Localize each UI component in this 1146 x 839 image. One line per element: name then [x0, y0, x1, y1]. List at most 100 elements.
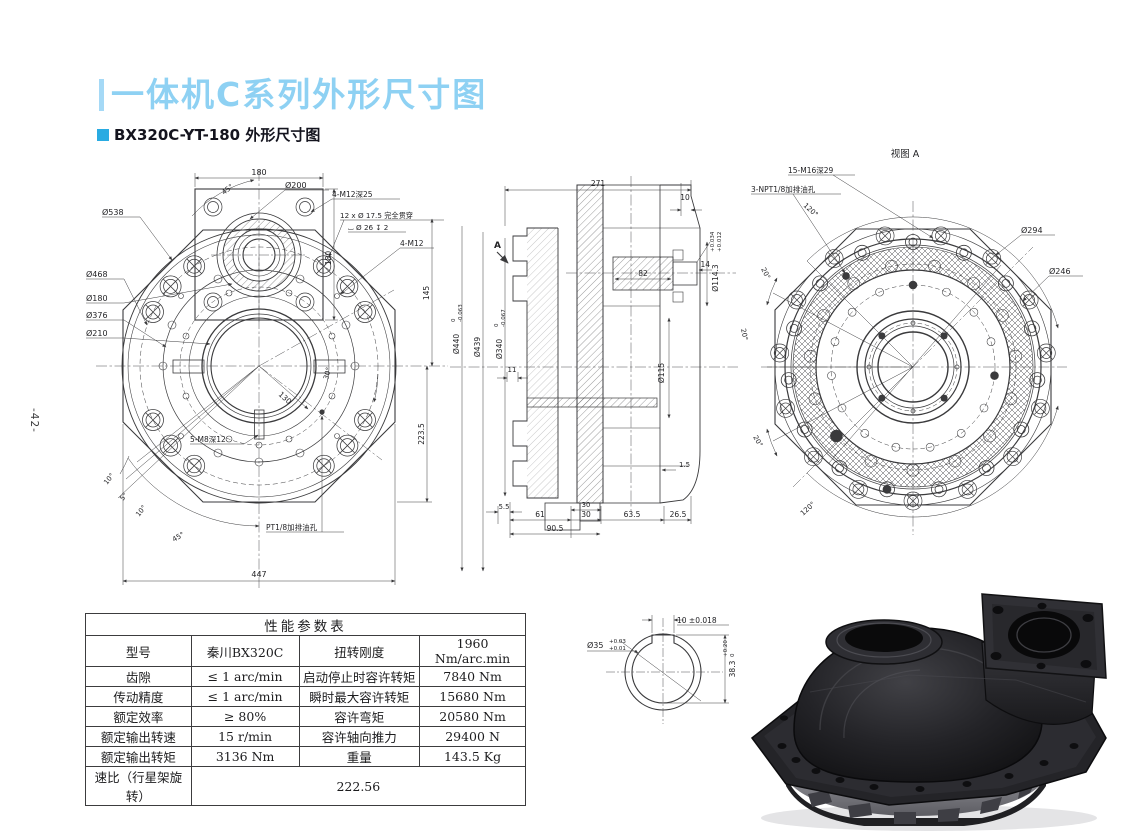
dim-130-label: 130 — [277, 390, 294, 406]
table-cell: 143.5 Kg — [419, 746, 526, 767]
shaft-detail-labels: 10 ±0.018 Ø35 +0.03 +0.01 38.3 +0.20 0 — [587, 616, 737, 677]
dim-30a-label: 30 — [582, 501, 591, 509]
section-subtitle: BX320C-YT-180 外形尺寸图 — [97, 124, 320, 145]
table-row: 齿隙 ≤ 1 arc/min 启动停止时容许转矩 7840 Nm — [85, 666, 526, 687]
table-cell: 1960 Nm/arc.min — [419, 635, 526, 667]
title-accent-bar — [99, 78, 104, 111]
npt-ports-label: 3-NPT1/8加排油孔 — [751, 184, 816, 194]
key-width-label: 10 ±0.018 — [677, 616, 717, 625]
dia-115-label: Ø115 — [657, 363, 666, 383]
tap-m12-label: 4-M12 — [400, 239, 424, 248]
cbore-label: ⌴ Ø 26 ↧ 2 — [348, 223, 388, 232]
ang-120-bot-label: 120° — [799, 500, 817, 517]
table-cell: 齿隙 — [85, 666, 192, 687]
dim-10-label: 10 — [680, 193, 690, 202]
flange-bolt-holes — [777, 693, 1079, 792]
section-view-dimensions — [460, 180, 712, 572]
dim-180-side: 180 — [324, 251, 333, 266]
section-marker-a: A — [494, 241, 501, 251]
tap-m12-25-label: 4-M12深25 — [332, 190, 373, 199]
ang-45-top-label: 45° — [220, 183, 235, 197]
dia-538-label: Ø538 — [102, 207, 124, 217]
tol-38-lo: 0 — [730, 653, 736, 657]
table-cell: 29400 N — [419, 726, 526, 747]
subtitle-text: BX320C-YT-180 外形尺寸图 — [114, 126, 321, 144]
table-title: 性能参数表 — [85, 613, 526, 636]
dim-180-top: 180 — [251, 168, 266, 177]
dim-271-label: 271 — [591, 179, 606, 188]
front-view-geometry: 180 Ø200 4-M12深25 45° Ø538 12 x Ø 17.5 完… — [86, 168, 448, 590]
table-row: 传动精度 ≤ 1 arc/min 瞬时最大容许转矩 15680 Nm — [85, 686, 526, 707]
tol-114-hi: +0.034 — [710, 231, 716, 252]
table-cell: 3136 Nm — [190, 746, 300, 767]
dim-82-label: 82 — [638, 269, 648, 278]
dia-246-label: Ø246 — [1049, 266, 1071, 276]
dim-30b-label: 30 — [581, 510, 591, 519]
subtitle-bullet-icon — [97, 128, 109, 141]
front-view-drawing: 180 Ø200 4-M12深25 45° Ø538 12 x Ø 17.5 完… — [86, 168, 448, 590]
table-cell: 重量 — [298, 746, 421, 767]
shaft-detail-drawing: 10 ±0.018 Ø35 +0.03 +0.01 38.3 +0.20 0 — [587, 615, 737, 724]
table-cell: 额定效率 — [85, 706, 192, 727]
table-cell: 222.56 — [190, 766, 527, 806]
table-cell: 20580 Nm — [419, 706, 526, 727]
dim-90-5-label: 90.5 — [547, 524, 564, 533]
product-photo-art — [750, 593, 1107, 831]
dia-340-label: Ø340 — [495, 339, 504, 359]
dia-210-label: Ø210 — [86, 328, 108, 338]
tol-340-lo: -0.067 — [501, 309, 507, 327]
tol-440-lo: -0.063 — [458, 304, 464, 322]
dia-200-label: Ø200 — [285, 180, 307, 190]
ang-10b-label: 10° — [134, 504, 148, 518]
table-cell: ≥ 80% — [190, 706, 300, 727]
page-number: -42- — [28, 408, 40, 433]
table-cell: 容许轴向推力 — [298, 726, 421, 747]
dia-468-label: Ø468 — [86, 269, 108, 279]
dim-26-5-label: 26.5 — [670, 510, 687, 519]
ang-120-top-label: 120° — [802, 202, 820, 219]
dim-11-label: 11 — [508, 366, 517, 374]
page-title: 一体机C系列外形尺寸图 — [111, 75, 488, 114]
dia-35-label: Ø35 — [587, 640, 603, 650]
table-cell: 容许弯矩 — [298, 706, 421, 727]
table-cell: 额定输出转矩 — [85, 746, 192, 767]
inner-hole-rings — [804, 259, 1022, 477]
table-cell: ≤ 1 arc/min — [190, 686, 300, 707]
dim-61-label: 61 — [535, 510, 545, 519]
section-view-geometry: 271 10 A 82 14 Ø114.3 +0.034 +0.012 Ø440… — [450, 176, 738, 572]
table-row: 型号 秦川BX320C 扭转刚度 1960 Nm/arc.min — [85, 635, 526, 667]
table-cell: 额定输出转速 — [85, 726, 192, 747]
table-cell: 瞬时最大容许转矩 — [298, 686, 421, 707]
dim-145-label: 145 — [422, 286, 431, 301]
ang-20b-label: 20° — [739, 328, 749, 341]
shaft-detail-geometry: 10 ±0.018 Ø35 +0.03 +0.01 38.3 +0.20 0 — [587, 615, 737, 724]
tol-114-lo: +0.012 — [717, 232, 723, 252]
table-cell: 15680 Nm — [419, 686, 526, 707]
table-cell: 型号 — [85, 635, 192, 667]
page-header: 一体机C系列外形尺寸图 — [99, 78, 487, 111]
tol-35-hi: +0.03 — [609, 639, 626, 645]
thru-holes-label: 12 x Ø 17.5 完全贯穿 — [340, 211, 413, 220]
tol-38-hi: +0.20 — [723, 640, 729, 657]
input-flange-bolts — [990, 602, 1094, 670]
tol-340-hi: 0 — [494, 323, 500, 327]
table-cell: 传动精度 — [85, 686, 192, 707]
oil-port-label: PT1/8加排油孔 — [266, 522, 318, 532]
dia-440-label: Ø440 — [452, 334, 461, 354]
table-cell: 7840 Nm — [419, 666, 526, 687]
key-height-label: 38.3 — [728, 660, 737, 677]
ang-20c-label: 20° — [751, 434, 764, 448]
dia-294-label: Ø294 — [1021, 225, 1043, 235]
dim-447-label: 447 — [251, 570, 266, 579]
table-row: 额定效率 ≥ 80% 容许弯矩 20580 Nm — [85, 706, 526, 727]
table-row: 额定输出转矩 3136 Nm 重量 143.5 Kg — [85, 746, 526, 767]
pin-ring — [780, 234, 1046, 498]
dia-180-label: Ø180 — [86, 293, 108, 303]
view-a-dimensions — [751, 174, 1083, 518]
table-cell: 速比（行星架旋转） — [85, 766, 192, 806]
section-view-drawing: 271 10 A 82 14 Ø114.3 +0.034 +0.012 Ø440… — [450, 176, 738, 572]
dia-114-3-label: Ø114.3 — [711, 264, 720, 292]
table-cell: 启动停止时容许转矩 — [298, 666, 421, 687]
dim-63-5-label: 63.5 — [624, 510, 641, 519]
